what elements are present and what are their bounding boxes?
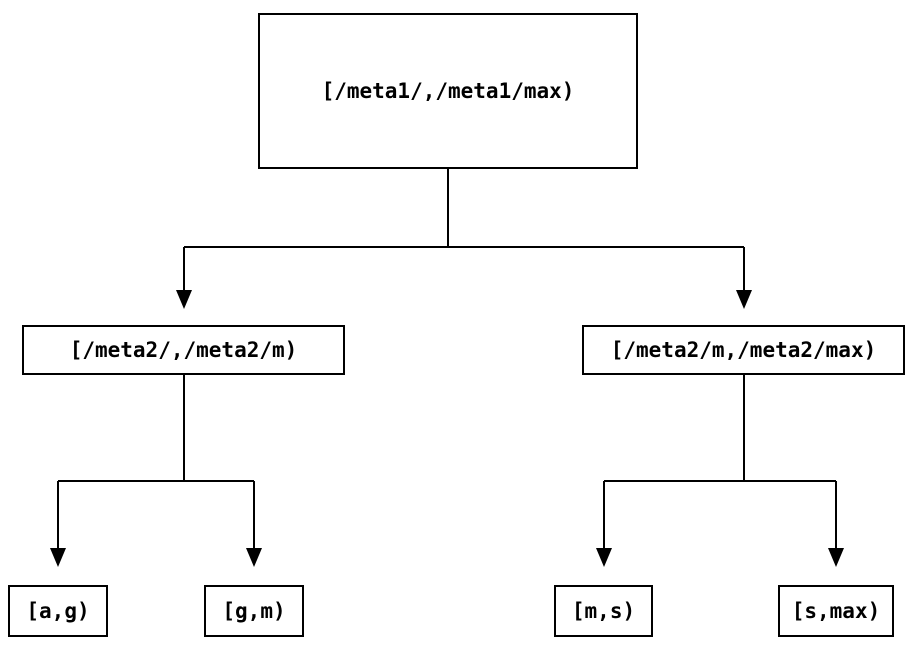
node-leaf-s-max: [s,max) xyxy=(778,585,894,637)
edge-root-trunk xyxy=(183,169,745,290)
arrowhead-icon xyxy=(596,548,612,567)
node-leaf-g-m: [g,m) xyxy=(204,585,304,637)
node-meta2-low-label: [/meta2/,/meta2/m) xyxy=(69,338,298,362)
arrowhead-icon xyxy=(736,290,752,309)
node-meta2-high-label: [/meta2/m,/meta2/max) xyxy=(610,338,877,362)
node-leaf-a-g-label: [a,g) xyxy=(26,599,90,623)
node-leaf-m-s-label: [m,s) xyxy=(571,599,636,623)
node-leaf-g-m-label: [g,m) xyxy=(222,599,286,623)
edge-left-subtree xyxy=(57,375,255,548)
node-leaf-s-max-label: [s,max) xyxy=(791,599,881,623)
arrowhead-icon xyxy=(176,290,192,309)
node-meta2-low: [/meta2/,/meta2/m) xyxy=(22,325,345,375)
node-meta2-high: [/meta2/m,/meta2/max) xyxy=(582,325,905,375)
arrowhead-icon xyxy=(246,548,262,567)
edge-right-subtree xyxy=(603,375,837,548)
node-leaf-a-g: [a,g) xyxy=(8,585,108,637)
node-leaf-m-s: [m,s) xyxy=(554,585,653,637)
node-root: [/meta1/,/meta1/max) xyxy=(258,13,638,169)
node-root-label: [/meta1/,/meta1/max) xyxy=(321,79,575,103)
arrowhead-icon xyxy=(828,548,844,567)
arrowhead-icon xyxy=(50,548,66,567)
